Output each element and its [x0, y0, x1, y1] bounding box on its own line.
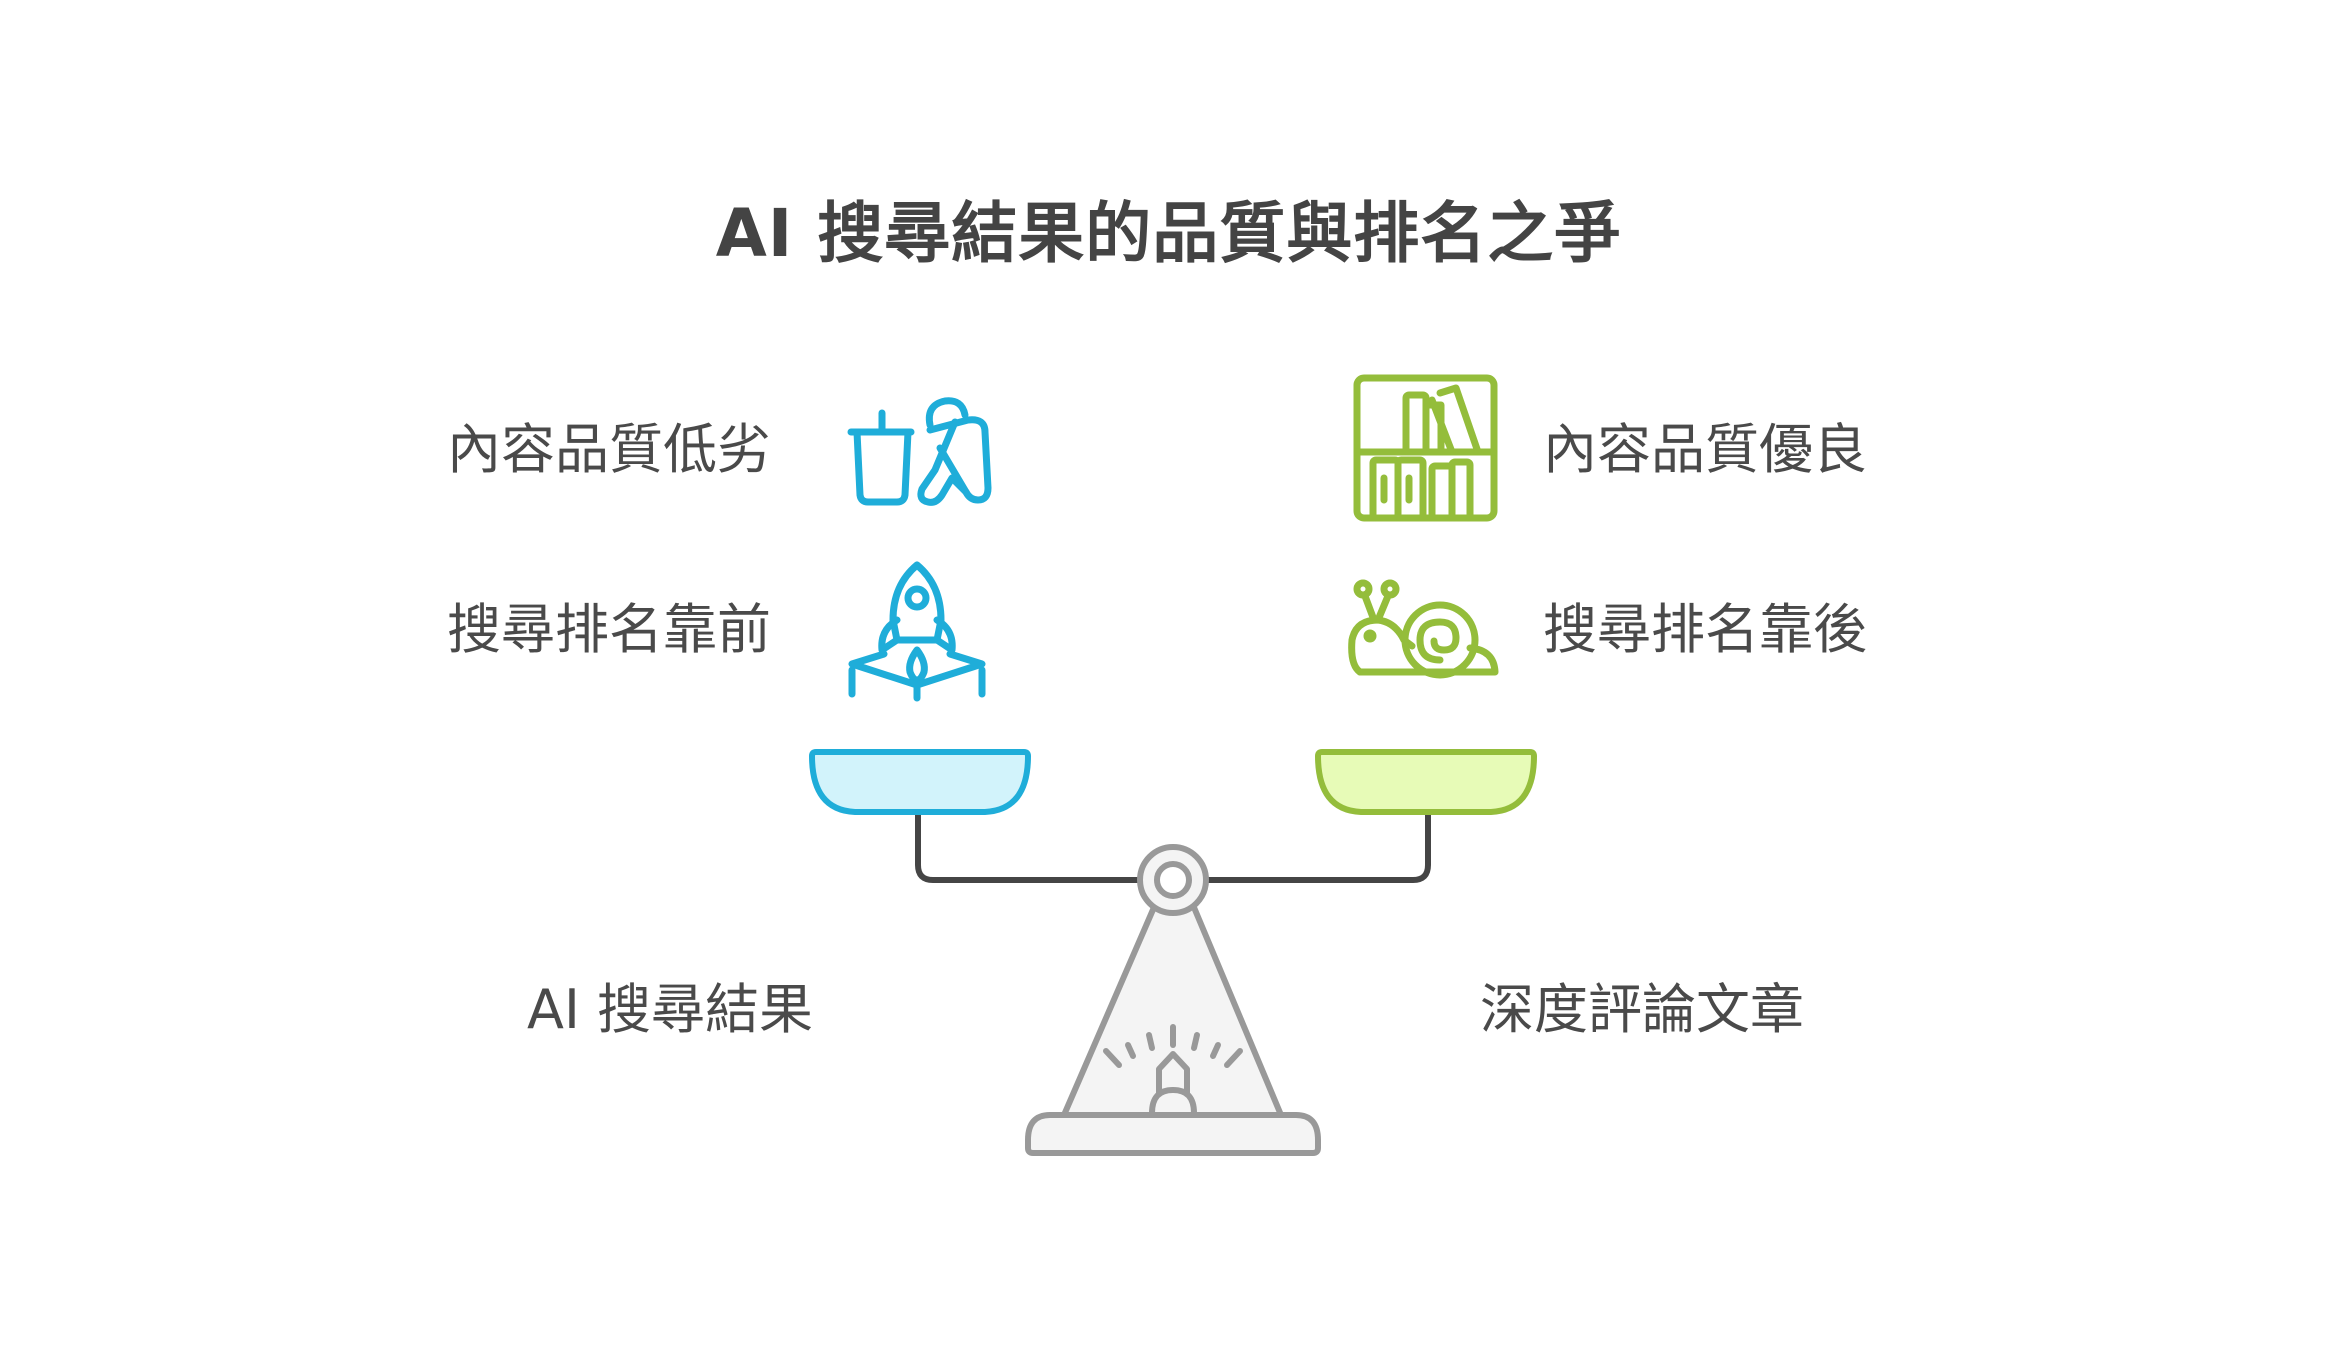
gauge-icon: [1103, 1024, 1243, 1116]
scale-stand: [1061, 902, 1284, 1118]
right-subject-label: 深度評論文章: [1480, 978, 1804, 1041]
right-ranking-label: 搜尋排名靠後: [1543, 598, 1867, 661]
trash-person-icon: [847, 397, 992, 506]
scale-base: [1025, 1112, 1321, 1156]
bookshelf-icon: [1353, 374, 1498, 522]
left-quality-label: 內容品質低劣: [447, 418, 771, 481]
rocket-launch-icon: [848, 561, 986, 702]
snail-icon: [1348, 579, 1499, 679]
diagram-title: AI 搜尋結果的品質與排名之爭: [715, 195, 1622, 272]
balance-scale-icon: [808, 749, 1538, 1156]
left-ranking-label: 搜尋排名靠前: [447, 598, 771, 661]
left-subject-label: AI 搜尋結果: [527, 978, 814, 1041]
right-pan: [1314, 749, 1538, 815]
left-pan: [808, 749, 1032, 815]
right-quality-label: 內容品質優良: [1543, 418, 1867, 481]
